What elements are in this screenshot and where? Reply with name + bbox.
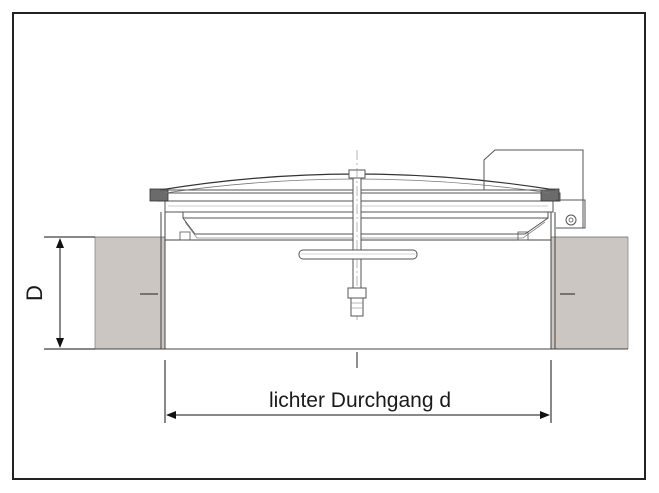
clear-passage-dimension — [164, 360, 552, 423]
right-wall — [551, 237, 628, 349]
clear-passage-label: lichter Durchgang d — [269, 389, 451, 412]
center-spindle — [298, 150, 418, 320]
right-gasket — [540, 188, 560, 202]
left-wall — [95, 237, 165, 349]
hinge-bracket — [483, 149, 586, 229]
left-gasket — [149, 188, 169, 202]
height-dimension-label: D — [22, 285, 47, 301]
height-dimension — [44, 236, 95, 350]
